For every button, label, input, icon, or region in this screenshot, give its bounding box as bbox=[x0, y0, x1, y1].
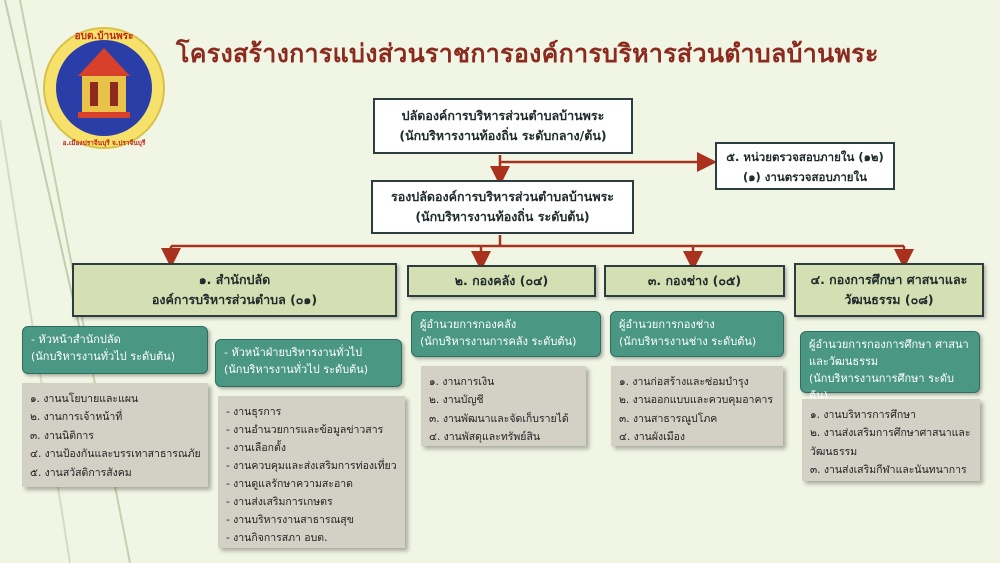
page-title: โครงสร้างการแบ่งส่วนราชการองค์การบริหารส… bbox=[176, 39, 879, 68]
deputy-administrator-box: รองปลัดองค์การบริหารส่วนตำบลบ้านพระ (นัก… bbox=[371, 180, 634, 234]
dept3-task-list: ๑. งานก่อสร้างและซ่อมบำรุง ๒. งานออกแบบแ… bbox=[611, 366, 783, 446]
dept1-subtitle: องค์การบริหารส่วนตำบล (๐๑) bbox=[151, 292, 318, 307]
list-item: วัฒนธรรม bbox=[810, 445, 858, 458]
list-item: - งานอำนวยการและข้อมูลข่าวสาร bbox=[226, 424, 384, 436]
dept2-head-title: ผู้อำนวยการกองคลัง bbox=[420, 318, 517, 331]
list-item: ๓. งานสาธารณูปโภค bbox=[619, 412, 718, 425]
dept4-head-box: ผู้อำนวยการกองการศึกษา ศาสนา และวัฒนธรรม… bbox=[800, 331, 980, 402]
dept1-title: ๑. สำนักปลัด bbox=[198, 272, 271, 287]
list-item: - งานบริหารงานสาธารณสุข bbox=[226, 514, 354, 526]
dept-education-box: ๔. กองการศึกษา ศาสนาและ วัฒนธรรม (๐๘) bbox=[794, 263, 984, 317]
dept4-subtitle: วัฒนธรรม (๐๘) bbox=[844, 292, 934, 307]
dept1-head2-level: (นักบริหารงานทั่วไป ระดับต้น) bbox=[224, 363, 369, 376]
chief-administrator-box: ปลัดองค์การบริหารส่วนตำบลบ้านพระ (นักบริ… bbox=[373, 98, 633, 154]
list-item: ๔. งานพัสดุและทรัพย์สิน bbox=[429, 431, 541, 444]
list-item: ๕. งานสวัสดิการสังคม bbox=[30, 466, 132, 479]
list-item: - งานดูแลรักษาความสะอาด bbox=[226, 478, 353, 490]
logo-bottom-text: อ.เมืองปราจีนบุรี จ.ปราจีนบุรี bbox=[63, 139, 146, 147]
list-item: ๔. งานผังเมือง bbox=[619, 431, 686, 444]
list-item: ๔. งานป้องกันและบรรเทาสาธารณภัย bbox=[30, 448, 201, 461]
dept-engineering-box: ๓. กองช่าง (๐๕) bbox=[604, 265, 785, 297]
list-item: - งานเลือกตั้ง bbox=[226, 442, 286, 454]
dept2-task-list: ๑. งานการเงิน ๒. งานบัญชี ๓. งานพัฒนาและ… bbox=[421, 366, 586, 446]
deputy-level: (นักบริหารงานท้องถิ่น ระดับต้น) bbox=[415, 209, 590, 224]
dept4-head-level: (นักบริหารงานการศึกษา ระดับต้น) bbox=[809, 372, 955, 402]
list-item: - งานส่งเสริมการเกษตร bbox=[226, 496, 333, 508]
dept2-title: ๒. กองคลัง (๐๔) bbox=[454, 273, 549, 288]
list-item: - งานควบคุมและส่งเสริมการท่องเที่ยว bbox=[226, 460, 397, 472]
dept1-task-list-2: - งานธุรการ - งานอำนวยการและข้อมูลข่าวสา… bbox=[218, 396, 405, 548]
dept1-head1-box: - หัวหน้าสำนักปลัด (นักบริหารงานทั่วไป ร… bbox=[22, 326, 208, 374]
list-item: ๓. งานนิติการ bbox=[30, 429, 94, 442]
audit-title: ๕. หน่วยตรวจสอบภายใน (๑๒) bbox=[726, 150, 884, 164]
list-item: ๒. งานบัญชี bbox=[429, 394, 484, 407]
dept1-task-list-1: ๑. งานนโยบายและแผน ๒. งานการเจ้าหน้าที่ … bbox=[22, 383, 208, 487]
dept1-head2-title: - หัวหน้าฝ่ายบริหารงานทั่วไป bbox=[224, 346, 363, 359]
list-item: ๓. งานส่งเสริมกีฬาและนันทนาการ bbox=[810, 464, 967, 477]
list-item: - งานกิจการสภา อบต. bbox=[226, 532, 328, 544]
list-item: ๒. งานการเจ้าหน้าที่ bbox=[30, 411, 123, 424]
dept1-head1-title: - หัวหน้าสำนักปลัด bbox=[31, 333, 121, 346]
list-item: - งานธุรการ bbox=[226, 406, 282, 418]
dept2-head-level: (นักบริหารงานการคลัง ระดับต้น) bbox=[420, 335, 577, 348]
dept-office-of-chief-box: ๑. สำนักปลัด องค์การบริหารส่วนตำบล (๐๑) bbox=[72, 263, 397, 317]
list-item: ๒. งานออกแบบและควบคุมอาคาร bbox=[619, 394, 773, 407]
list-item: ๒. งานส่งเสริมการศึกษาศาสนาและ bbox=[810, 427, 971, 440]
dept2-head-box: ผู้อำนวยการกองคลัง (นักบริหารงานการคลัง … bbox=[411, 311, 601, 357]
list-item: ๑. งานการเงิน bbox=[429, 376, 495, 388]
dept4-title: ๔. กองการศึกษา ศาสนาและ bbox=[810, 272, 968, 287]
dept3-head-box: ผู้อำนวยการกองช่าง (นักบริหารงานช่าง ระด… bbox=[610, 311, 784, 357]
dept3-head-title: ผู้อำนวยการกองช่าง bbox=[619, 318, 715, 331]
chief-title: ปลัดองค์การบริหารส่วนตำบลบ้านพระ bbox=[401, 108, 605, 123]
organization-logo: อบต.บ้านพระ อ.เมืองปราจีนบุรี จ.ปราจีนบุ… bbox=[43, 27, 165, 149]
list-item: ๓. งานพัฒนาและจัดเก็บรายได้ bbox=[429, 412, 569, 425]
list-item: ๑. งานนโยบายและแผน bbox=[30, 393, 139, 405]
dept1-head1-level: (นักบริหารงานทั่วไป ระดับต้น) bbox=[31, 350, 176, 363]
deputy-title: รองปลัดองค์การบริหารส่วนตำบลบ้านพระ bbox=[390, 189, 615, 204]
list-item: ๑. งานก่อสร้างและซ่อมบำรุง bbox=[619, 376, 749, 388]
dept-finance-box: ๒. กองคลัง (๐๔) bbox=[407, 265, 596, 297]
dept3-head-level: (นักบริหารงานช่าง ระดับต้น) bbox=[619, 335, 757, 348]
dept4-task-list: ๑. งานบริหารการศึกษา ๒. งานส่งเสริมการศึ… bbox=[802, 399, 980, 481]
dept4-head-title: ผู้อำนวยการกองการศึกษา ศาสนา bbox=[809, 338, 969, 351]
chief-level: (นักบริหารงานท้องถิ่น ระดับกลาง/ต้น) bbox=[399, 128, 607, 143]
dept3-title: ๓. กองช่าง (๐๕) bbox=[647, 273, 742, 288]
dept4-head-title-cont: และวัฒนธรรม bbox=[809, 355, 879, 368]
dept1-head2-box: - หัวหน้าฝ่ายบริหารงานทั่วไป (นักบริหารง… bbox=[215, 339, 402, 387]
audit-subtitle: (๑) งานตรวจสอบภายใน bbox=[742, 170, 868, 184]
list-item: ๑. งานบริหารการศึกษา bbox=[810, 409, 917, 421]
internal-audit-box: ๕. หน่วยตรวจสอบภายใน (๑๒) (๑) งานตรวจสอบ… bbox=[715, 142, 895, 190]
logo-top-text: อบต.บ้านพระ bbox=[75, 30, 134, 42]
